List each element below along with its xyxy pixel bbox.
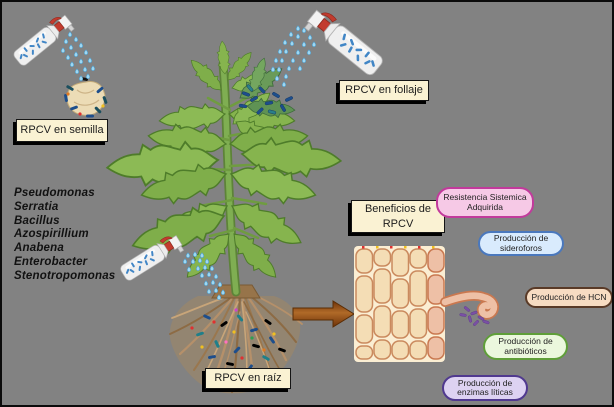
bacteria-item: Enterobacter — [14, 255, 88, 268]
bacteria-item: Serratia — [14, 200, 59, 213]
tomato-plant-icon — [104, 40, 343, 297]
root-hair-curl-icon — [440, 290, 499, 327]
benefits-arrow-icon — [292, 300, 355, 328]
benefit-bubble-antibioticos: Producción de antibióticos — [483, 333, 568, 360]
benefit-bubble-resistencia: Resistencia Sistemica Adquirida — [436, 187, 534, 218]
label-rpcv-seed-text: RPCV en semilla — [20, 124, 104, 136]
label-benefits: Beneficios de RPCV — [351, 200, 445, 233]
seed-icon — [63, 76, 108, 118]
benefit-bubble-text: Producción de sideroforos — [493, 233, 549, 253]
label-rpcv-foliage-text: RPCV en follaje — [345, 84, 423, 96]
label-rpcv-root-text: RPCV en raíz — [214, 372, 282, 384]
benefit-bubble-sideroforos: Producción de sideroforos — [478, 231, 564, 256]
label-rpcv-seed: RPCV en semilla — [16, 119, 108, 142]
bacteria-item: Anabena — [14, 242, 64, 255]
bacteria-item: Pseudomonas — [14, 187, 95, 199]
spray-bottle-icon-foliage — [303, 6, 385, 80]
label-rpcv-foliage: RPCV en follaje — [339, 80, 429, 101]
tissue-edge-dots — [362, 246, 435, 249]
spray-droplets-seed — [60, 31, 96, 81]
benefit-bubble-text: Producción de antibióticos — [498, 336, 553, 356]
bacteria-genus-list: Pseudomonas Serratia Bacillus Azospirill… — [14, 187, 144, 284]
root-tissue-cells-icon — [354, 246, 445, 362]
benefit-bubble-text: Resistencia Sistemica Adquirida — [443, 192, 527, 212]
label-benefits-text: Beneficios de RPCV — [364, 202, 432, 230]
spray-droplets-foliage — [270, 25, 317, 87]
benefit-bubble-enzimas: Producción de enzimas líticas — [442, 375, 528, 401]
root-bacteria-icons — [190, 308, 287, 376]
bacteria-item: Bacillus — [14, 214, 60, 227]
benefit-bubble-text: Producción de enzimas líticas — [457, 377, 513, 397]
label-rpcv-root: RPCV en raíz — [205, 368, 291, 389]
bacteria-item: Azospirillium — [14, 228, 89, 241]
benefit-bubble-hcn: Producción de HCN — [525, 287, 612, 308]
bacteria-item: Stenotropomonas — [14, 269, 116, 282]
benefit-bubble-text: Producción de HCN — [531, 291, 607, 302]
